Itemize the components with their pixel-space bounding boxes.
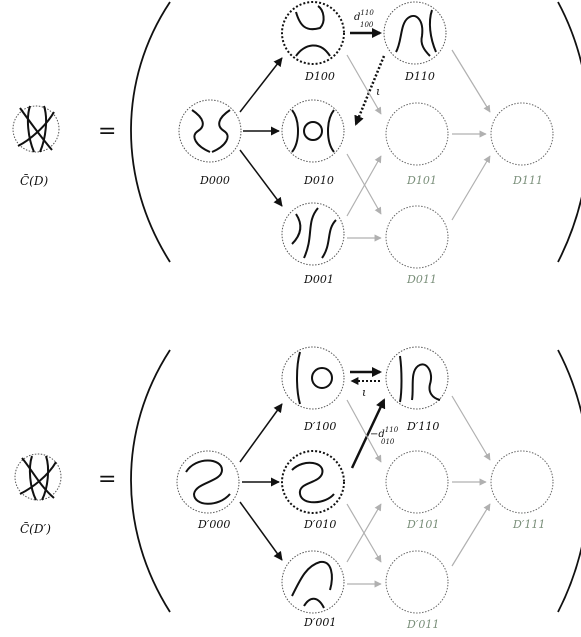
top-label-d011: D011 [406, 273, 437, 286]
top-label-d001: D001 [303, 273, 334, 286]
bottom-d-label: −d110 [370, 426, 399, 440]
bottom-iota-label: ι [362, 386, 366, 399]
bottom-arrow-110-111 [451, 395, 491, 461]
bottom-lhs-knot-diagram [14, 453, 62, 501]
top-label-d101: D101 [406, 174, 437, 187]
top-arrow-011-111 [451, 155, 491, 221]
bottom-label-d101: D′101 [406, 518, 439, 531]
top-lhs-label: C̄(D) [20, 173, 48, 188]
top-diagram: C̄(D) = D000 D100 D010 [12, 1, 581, 286]
top-label-d111: D111 [512, 174, 543, 187]
top-equals-sign: = [98, 119, 116, 144]
top-label-d100: D100 [304, 70, 335, 83]
bottom-arrow-100-101 [346, 399, 382, 463]
top-node-d001 [281, 202, 345, 266]
bottom-label-d011: D′011 [406, 618, 439, 631]
top-label-d000: D000 [199, 174, 230, 187]
top-arrow-110-111 [451, 49, 491, 113]
top-arrow-iota [354, 55, 386, 126]
bottom-label-d111: D′111 [512, 518, 545, 531]
top-node-d011 [385, 205, 449, 269]
top-label-d010: D010 [303, 174, 334, 187]
bottom-arrow-000-100 [239, 403, 283, 463]
top-node-d110 [383, 1, 447, 65]
top-node-d010 [281, 99, 345, 163]
bottom-label-d100: D′100 [303, 420, 336, 433]
bottom-node-d011 [385, 550, 449, 614]
bottom-right-paren [557, 349, 581, 613]
bottom-arrow-011-111 [451, 503, 491, 567]
bottom-label-d001: D′001 [303, 616, 336, 629]
bottom-arrow-000-001 [239, 501, 283, 561]
top-node-d100 [281, 1, 345, 65]
top-arrow-000-100 [239, 57, 283, 113]
top-right-paren [557, 1, 581, 263]
bottom-label-d010: D′010 [303, 518, 336, 531]
bottom-label-d110: D′110 [406, 420, 439, 433]
bottom-node-d101 [385, 450, 449, 514]
bottom-node-d000 [176, 450, 240, 514]
top-left-paren [130, 1, 171, 263]
bottom-arrow-d-bold [350, 398, 386, 469]
top-iota-label: ι [376, 85, 380, 98]
bottom-label-d000: D′000 [197, 518, 230, 531]
bottom-d-label-sub: 010 [381, 438, 395, 446]
bottom-diagram: C̄(D′) = D′000 D′100 D′010 D′001 [14, 346, 581, 631]
bottom-left-paren [130, 349, 171, 613]
bottom-node-d111 [490, 450, 554, 514]
bottom-arrow-001-101 [346, 503, 382, 563]
top-arrow-010-011 [346, 153, 382, 215]
bottom-node-d110 [385, 346, 449, 410]
top-d-label-sub: 100 [360, 21, 374, 29]
top-label-d110: D110 [404, 70, 435, 83]
top-node-d101 [385, 102, 449, 166]
top-d-label: d110 [354, 9, 374, 23]
top-arrow-001-101 [346, 155, 382, 217]
bottom-node-d001 [281, 550, 345, 614]
bottom-node-d100 [281, 346, 345, 410]
bottom-lhs-label: C̄(D′) [20, 521, 51, 536]
top-arrow-100-101 [346, 54, 382, 115]
bottom-node-d010 [281, 450, 345, 514]
bottom-equals-sign: = [98, 467, 116, 492]
top-node-d111 [490, 102, 554, 166]
top-arrow-000-001 [239, 149, 283, 207]
top-lhs-knot-diagram [12, 105, 60, 153]
top-node-d000 [178, 99, 242, 163]
